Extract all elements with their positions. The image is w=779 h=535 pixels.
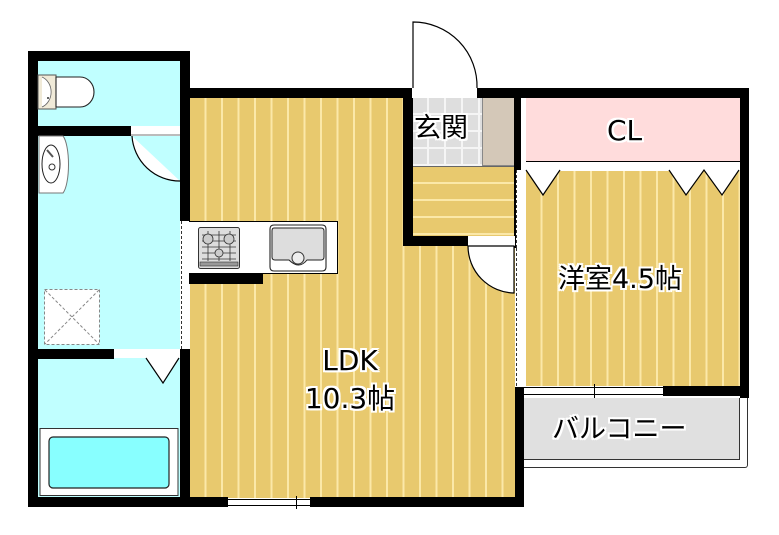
ldk-size-label: 10.3帖 [304,382,396,415]
wall [740,88,749,398]
sliding-partition [181,221,189,349]
window-western[interactable] [524,387,663,395]
entrance-label: 玄関 [414,113,468,144]
wall [515,387,524,507]
ldk-door-icon[interactable] [467,236,516,294]
western-room-label: 洋室4.5帖 [558,264,682,295]
shoe-box [482,98,514,166]
closet-label: CL [607,114,643,147]
wall [403,88,413,245]
wall [180,88,412,98]
wall [180,51,190,221]
window-ldk[interactable] [228,499,310,506]
closet-door-icon[interactable] [525,162,740,198]
wall [663,386,749,396]
sliding-partition [516,248,522,386]
wash-basin-icon [38,135,69,194]
bathroom-door-icon[interactable] [114,349,180,385]
wall [28,497,228,507]
wall [28,51,38,507]
wall [185,274,263,284]
wall [310,497,524,507]
closet-partition [516,170,522,248]
wall [28,349,114,359]
wall [477,88,749,98]
wall [28,51,189,61]
closet-door-track [526,162,740,171]
stove-icon [198,227,240,269]
balcony [523,398,740,460]
western-room-floor [526,171,740,386]
toilet-icon [37,74,95,110]
bathtub-icon [39,428,179,496]
entrance-tile [412,98,482,166]
wall [403,236,469,246]
wall [514,88,521,248]
closet [526,97,740,162]
window-ldk-divider [296,496,297,509]
wall [28,126,131,136]
front-door-icon[interactable] [412,21,482,98]
wall [180,349,190,507]
balcony-label: バルコニー [552,414,687,445]
entrance-hall [412,166,514,236]
window-western-divider [594,384,595,398]
washroom-door-icon[interactable] [131,126,181,182]
washing-machine-space-icon [44,289,100,345]
kitchen-sink-icon [269,224,327,272]
ldk-name-label: LDK [322,344,378,377]
